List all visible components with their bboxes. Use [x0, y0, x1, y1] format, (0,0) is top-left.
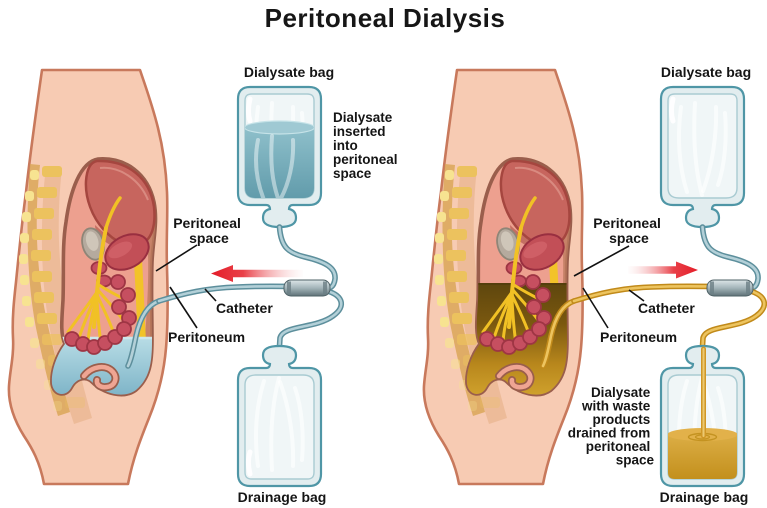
right-dialysate-bag-label: Dialysate bag: [661, 64, 751, 80]
right-peritoneum-pointer: [582, 287, 609, 329]
left-dialysate-bag-label: Dialysate bag: [244, 64, 334, 80]
right-drainage-bag-label: Drainage bag: [660, 489, 749, 505]
right-catheter-connector: [706, 279, 754, 297]
right-catheter-pointer: [628, 289, 645, 302]
left-catheter-connector: [283, 279, 331, 297]
left-drainage-bag-label: Drainage bag: [238, 489, 327, 505]
right-tubing: [571, 224, 767, 349]
left-annotation: Dialysate inserted into peritoneal space: [333, 110, 401, 181]
left-peritoneal-space-pointer: [155, 244, 198, 272]
flow-arrow-right-icon: [628, 261, 698, 279]
left-drainage-bag: [238, 346, 321, 486]
left-dialysate-bag: [238, 87, 321, 227]
right-illustration: Dialysate bag Peritoneal space Catheter …: [424, 64, 767, 505]
right-dialysate-bag: [661, 87, 744, 227]
left-illustration: Dialysate bag Dialysate inserted into pe…: [9, 64, 401, 505]
right-torso: [424, 70, 583, 484]
right-peritoneal-space-label: Peritoneal space: [593, 215, 665, 246]
right-catheter-label: Catheter: [638, 300, 695, 316]
left-peritoneum-label: Peritoneum: [168, 329, 245, 345]
page-title: Peritoneal Dialysis: [265, 3, 506, 33]
flow-arrow-left-icon: [211, 265, 303, 282]
left-peritoneal-space-label: Peritoneal space: [173, 215, 245, 246]
right-drainage-bag: [661, 346, 744, 486]
right-peritoneal-space-pointer: [573, 245, 630, 277]
right-annotation: Dialysate with waste products drained fr…: [568, 385, 655, 468]
left-torso: [9, 70, 168, 484]
left-peritoneum-pointer: [169, 286, 198, 329]
left-catheter-pointer: [204, 288, 217, 302]
right-peritoneum-label: Peritoneum: [600, 329, 677, 345]
left-tubing: [156, 224, 345, 349]
left-catheter-label: Catheter: [216, 300, 273, 316]
